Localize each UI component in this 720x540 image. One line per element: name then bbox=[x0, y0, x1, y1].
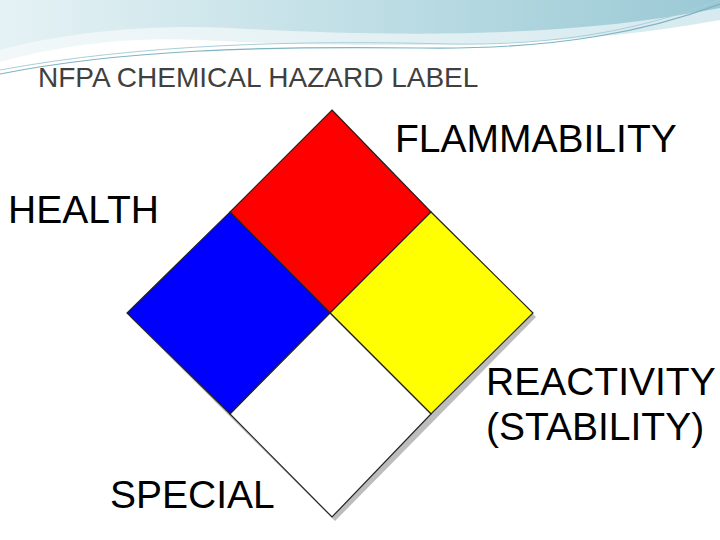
reactivity-label: REACTIVITY (STABILITY) bbox=[486, 360, 715, 450]
flammability-label: FLAMMABILITY bbox=[395, 117, 677, 162]
health-label: HEALTH bbox=[8, 188, 159, 233]
special-label: SPECIAL bbox=[110, 473, 275, 518]
hazard-diamond bbox=[127, 110, 533, 517]
swoosh-line bbox=[0, 0, 720, 70]
slide-title: NFPA CHEMICAL HAZARD LABEL bbox=[38, 62, 478, 94]
